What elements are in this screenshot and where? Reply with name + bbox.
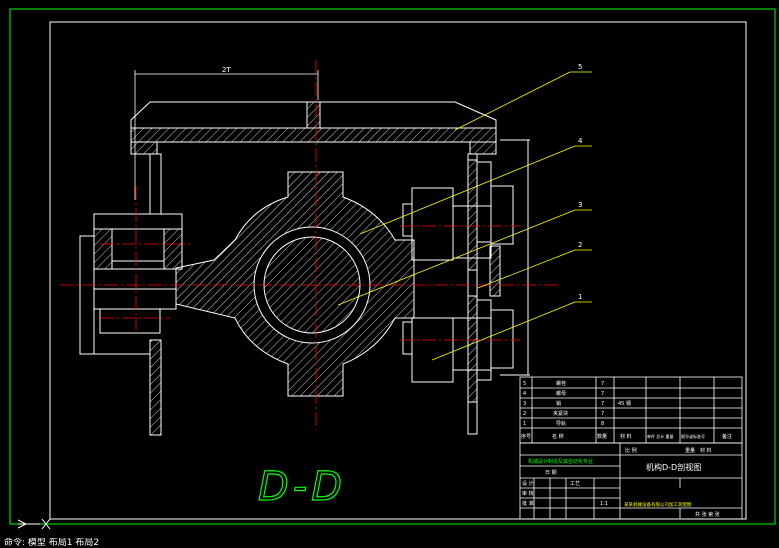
title-project-line: 某某机械设备有限公司加工装配图 <box>624 501 692 508</box>
top-dimension-text: 2T <box>222 66 231 74</box>
ucs-icon <box>17 518 51 530</box>
bom-header-material: 材 料 <box>620 433 632 440</box>
right-assembly <box>402 139 530 435</box>
bom-table <box>519 376 743 444</box>
bom-row-qty: 7 <box>601 381 604 387</box>
title-weight-label: 重量 <box>685 447 695 454</box>
bom-row-qty: 8 <box>601 421 604 427</box>
title-checker-label: 审 核 <box>522 490 534 497</box>
bom-row-no: 4 <box>523 391 526 397</box>
bom-row-name: 螺母 <box>556 390 566 397</box>
title-sheet-label: 共 张 第 张 <box>695 511 720 518</box>
bom-row-no: 1 <box>523 421 526 427</box>
leader-lines <box>337 71 592 361</box>
bom-header-weight: 单件 总计 重量 <box>647 433 674 439</box>
bom-header-note: 备注 <box>722 433 732 440</box>
bom-row-qty: 7 <box>601 411 604 417</box>
top-platform <box>130 101 497 155</box>
bom-row-name: 导轨 <box>556 420 566 427</box>
title-scale-label: 比 例 <box>625 447 637 454</box>
command-status-bar[interactable]: 命令: 模型 布局1 布局2 <box>4 538 100 548</box>
title-block-text: 比 例 重量 机械设计制造及其自动化专业 日 期 材 料 设 计 审 核 工艺 … <box>522 447 720 518</box>
bom-row-name: 螺栓 <box>556 380 566 387</box>
section-label: D-D <box>258 464 346 510</box>
title-designer-label: 设 计 <box>522 480 534 487</box>
balloon-5: 5 <box>578 63 582 71</box>
title-process-label: 工艺 <box>570 481 580 487</box>
bom-header-qty: 数量 <box>597 433 607 440</box>
bom-header-name: 名 称 <box>552 433 564 440</box>
bom-row-no: 3 <box>523 401 526 407</box>
bom-row-name: 夹紧块 <box>553 410 568 417</box>
drawing-title: 机构D-D剖视图 <box>646 462 701 472</box>
sheet-inner-border <box>49 21 747 520</box>
balloon-3: 3 <box>578 201 582 209</box>
center-lines <box>60 60 560 430</box>
balloon-1: 1 <box>578 293 582 301</box>
bom-row-no: 2 <box>523 411 526 417</box>
bom-rows: 5 螺栓 7 4 螺母 7 3 销 7 45 钢 2 夹紧块 7 1 导轨 8 … <box>521 380 732 440</box>
title-scale-value: 1:1 <box>600 501 608 507</box>
bom-row-qty: 7 <box>601 401 604 407</box>
top-dimension <box>134 70 319 200</box>
title-block <box>519 442 743 520</box>
central-housing <box>175 171 415 397</box>
balloon-2: 2 <box>578 241 582 249</box>
balloon-4: 4 <box>578 137 583 145</box>
bom-row-name: 销 <box>556 400 561 407</box>
bom-row-material: 45 钢 <box>618 400 631 407</box>
title-material-label: 材 料 <box>700 447 712 454</box>
sheet-outer-border <box>9 8 776 525</box>
bom-header-std: 图号或标准号 <box>681 433 705 439</box>
bom-row-qty: 7 <box>601 391 604 397</box>
left-support <box>79 153 183 436</box>
bom-row-no: 5 <box>523 381 526 387</box>
title-school-line: 机械设计制造及其自动化专业 <box>528 458 593 465</box>
title-approver-label: 批 准 <box>522 500 534 507</box>
title-date-label: 日 期 <box>545 470 557 476</box>
bom-header-no: 序号 <box>521 433 531 440</box>
